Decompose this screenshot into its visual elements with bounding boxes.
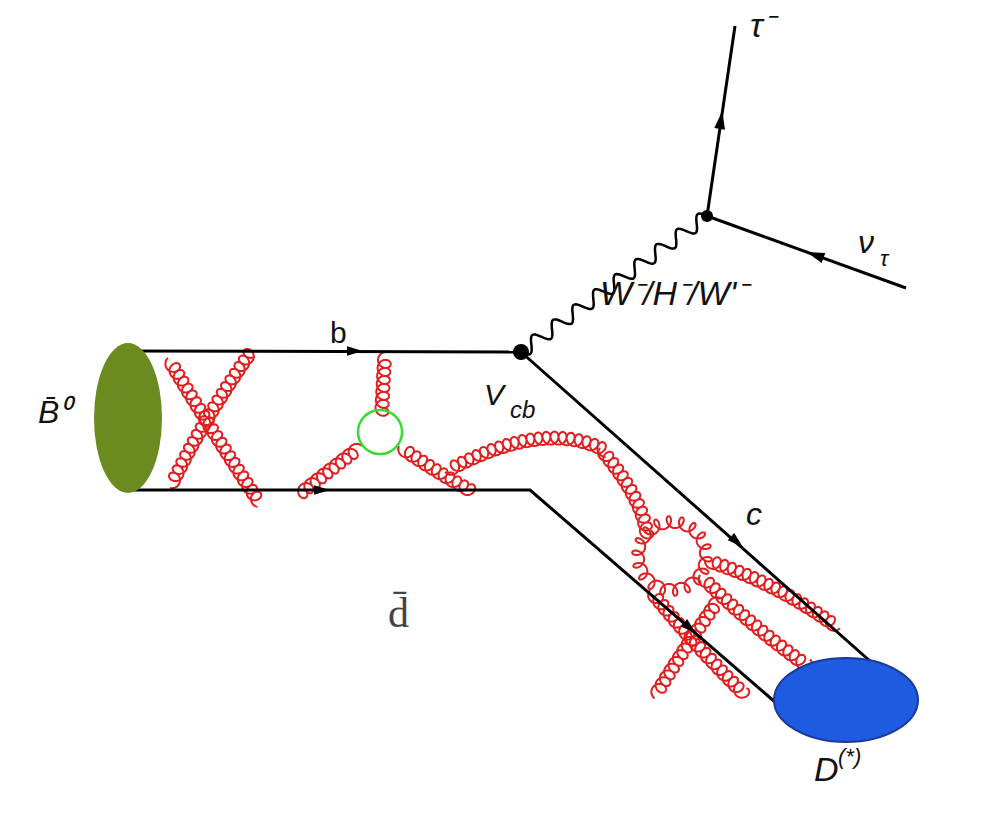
antiquark-line <box>130 490 775 702</box>
arrowhead <box>681 619 696 633</box>
particle-label: τ <box>880 248 888 270</box>
particle-label: W⁻/H⁻/W'⁻ <box>600 276 747 310</box>
gluon-line <box>376 352 391 416</box>
particle-label: τ⁻ <box>750 8 774 42</box>
gluon-line <box>651 597 720 698</box>
vertex <box>513 344 529 360</box>
quark-loop <box>358 410 402 454</box>
arrowhead <box>347 346 363 356</box>
tau-line <box>707 26 735 216</box>
arrowhead <box>714 111 725 130</box>
d-meson-blob <box>774 658 918 742</box>
arrowhead <box>728 533 743 547</box>
c-quark-line <box>521 352 905 692</box>
particle-label: c <box>746 498 762 530</box>
particle-label: (*) <box>838 746 861 768</box>
arrowhead <box>807 252 826 263</box>
gluon-loop <box>632 516 712 596</box>
gluon-line <box>445 432 606 475</box>
particle-label: D <box>814 752 839 786</box>
arrowhead <box>314 485 330 495</box>
particle-label: B̄⁰ <box>38 396 70 428</box>
particle-label: b <box>330 318 347 348</box>
particle-label: V <box>484 380 504 410</box>
particle-label: ν <box>858 226 874 258</box>
b-quark-line <box>125 351 521 352</box>
vertex <box>701 210 713 222</box>
b-meson-blob <box>94 343 162 493</box>
particle-label: d̄ <box>388 592 409 634</box>
particle-label: cb <box>510 398 535 422</box>
gluon-line <box>169 349 255 488</box>
